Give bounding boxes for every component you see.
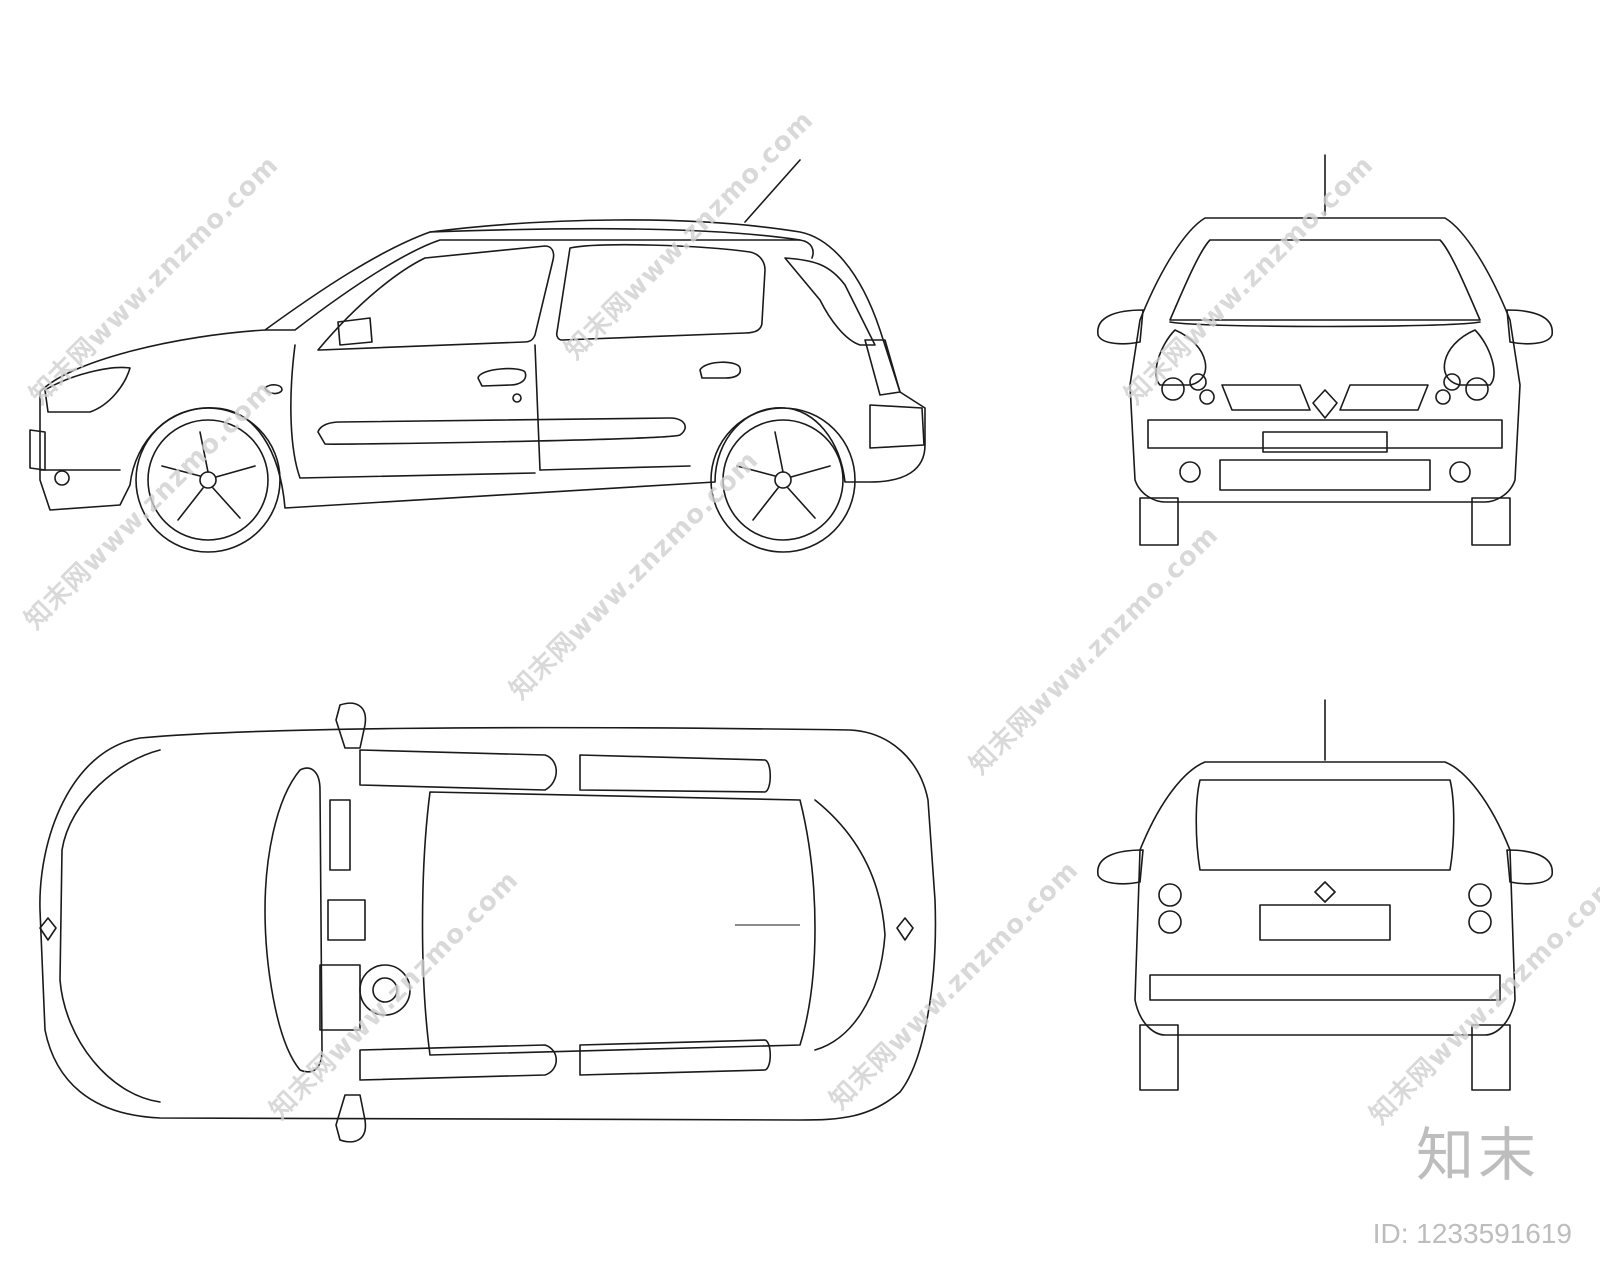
image-id-label: ID: 1233591619 — [1372, 1218, 1572, 1249]
top-view — [39, 702, 937, 1143]
side-view — [29, 159, 926, 553]
front-view — [1097, 154, 1553, 546]
brand-logo-text: 知末 — [1415, 1121, 1540, 1189]
rear-view — [1097, 699, 1553, 1091]
